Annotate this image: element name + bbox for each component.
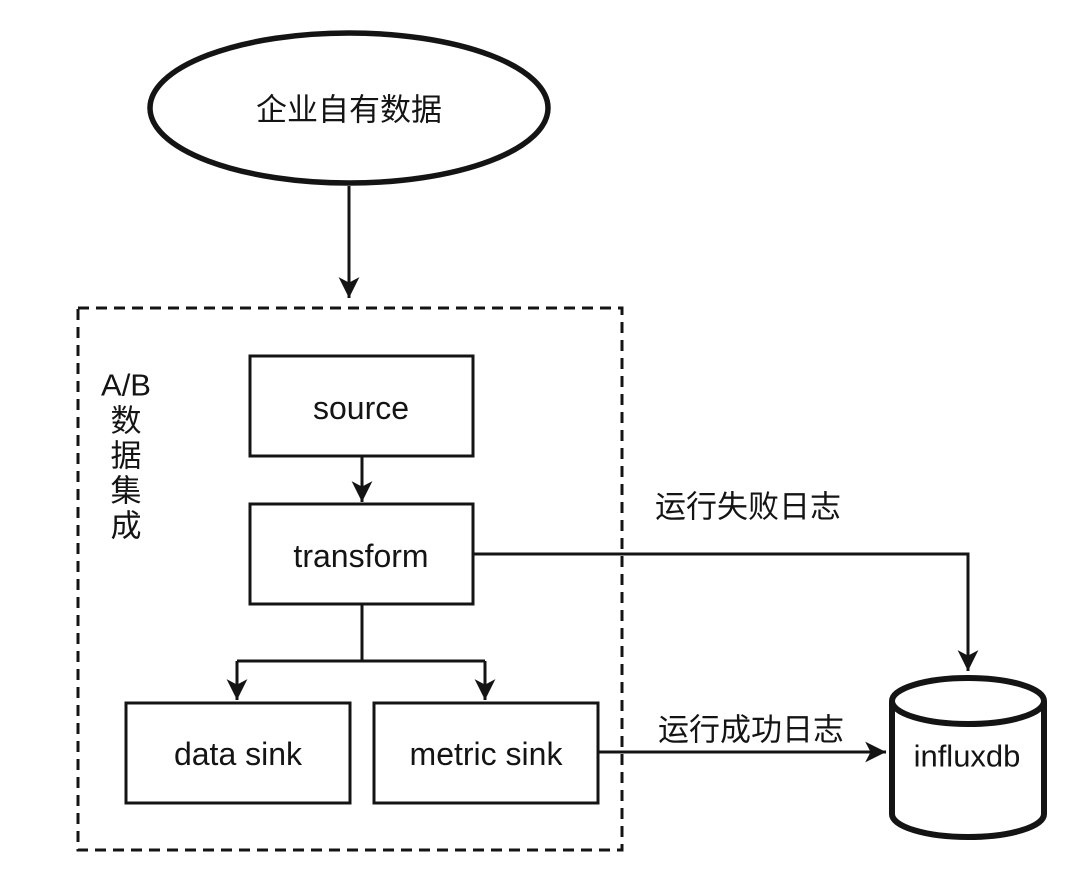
influxdb-node: influxdb [889,675,1047,840]
metric-sink-label: metric sink [410,736,564,772]
success-log-edge-label: 运行成功日志 [658,713,844,748]
group-label-line: 数 [111,404,142,439]
data-sink-node [124,701,352,805]
transform-label: transform [293,538,428,574]
transform-node [248,502,475,606]
group-label-line: A/B [101,368,151,403]
influxdb-cylinder-top [889,675,1047,727]
failure-log-edge-label: 运行失败日志 [655,490,841,525]
group-label-line: 据 [111,439,142,474]
ab-integration-group-border [76,306,624,852]
ab-integration-group-label: A/B 数 据 集 成 [101,368,151,544]
data-sink-label: data sink [174,736,303,772]
source-label: source [313,390,409,426]
group-label-line: 集 [111,474,142,509]
influxdb-label: influxdb [914,739,1021,774]
group-label-line: 成 [111,509,142,544]
source-node [248,354,475,458]
enterprise-data-node [147,30,551,186]
influxdb-cylinder-body [889,701,1047,840]
enterprise-data-label: 企业自有数据 [256,93,442,128]
edge-transform-split [237,605,485,663]
edge-transform-to-influxdb [474,552,979,671]
